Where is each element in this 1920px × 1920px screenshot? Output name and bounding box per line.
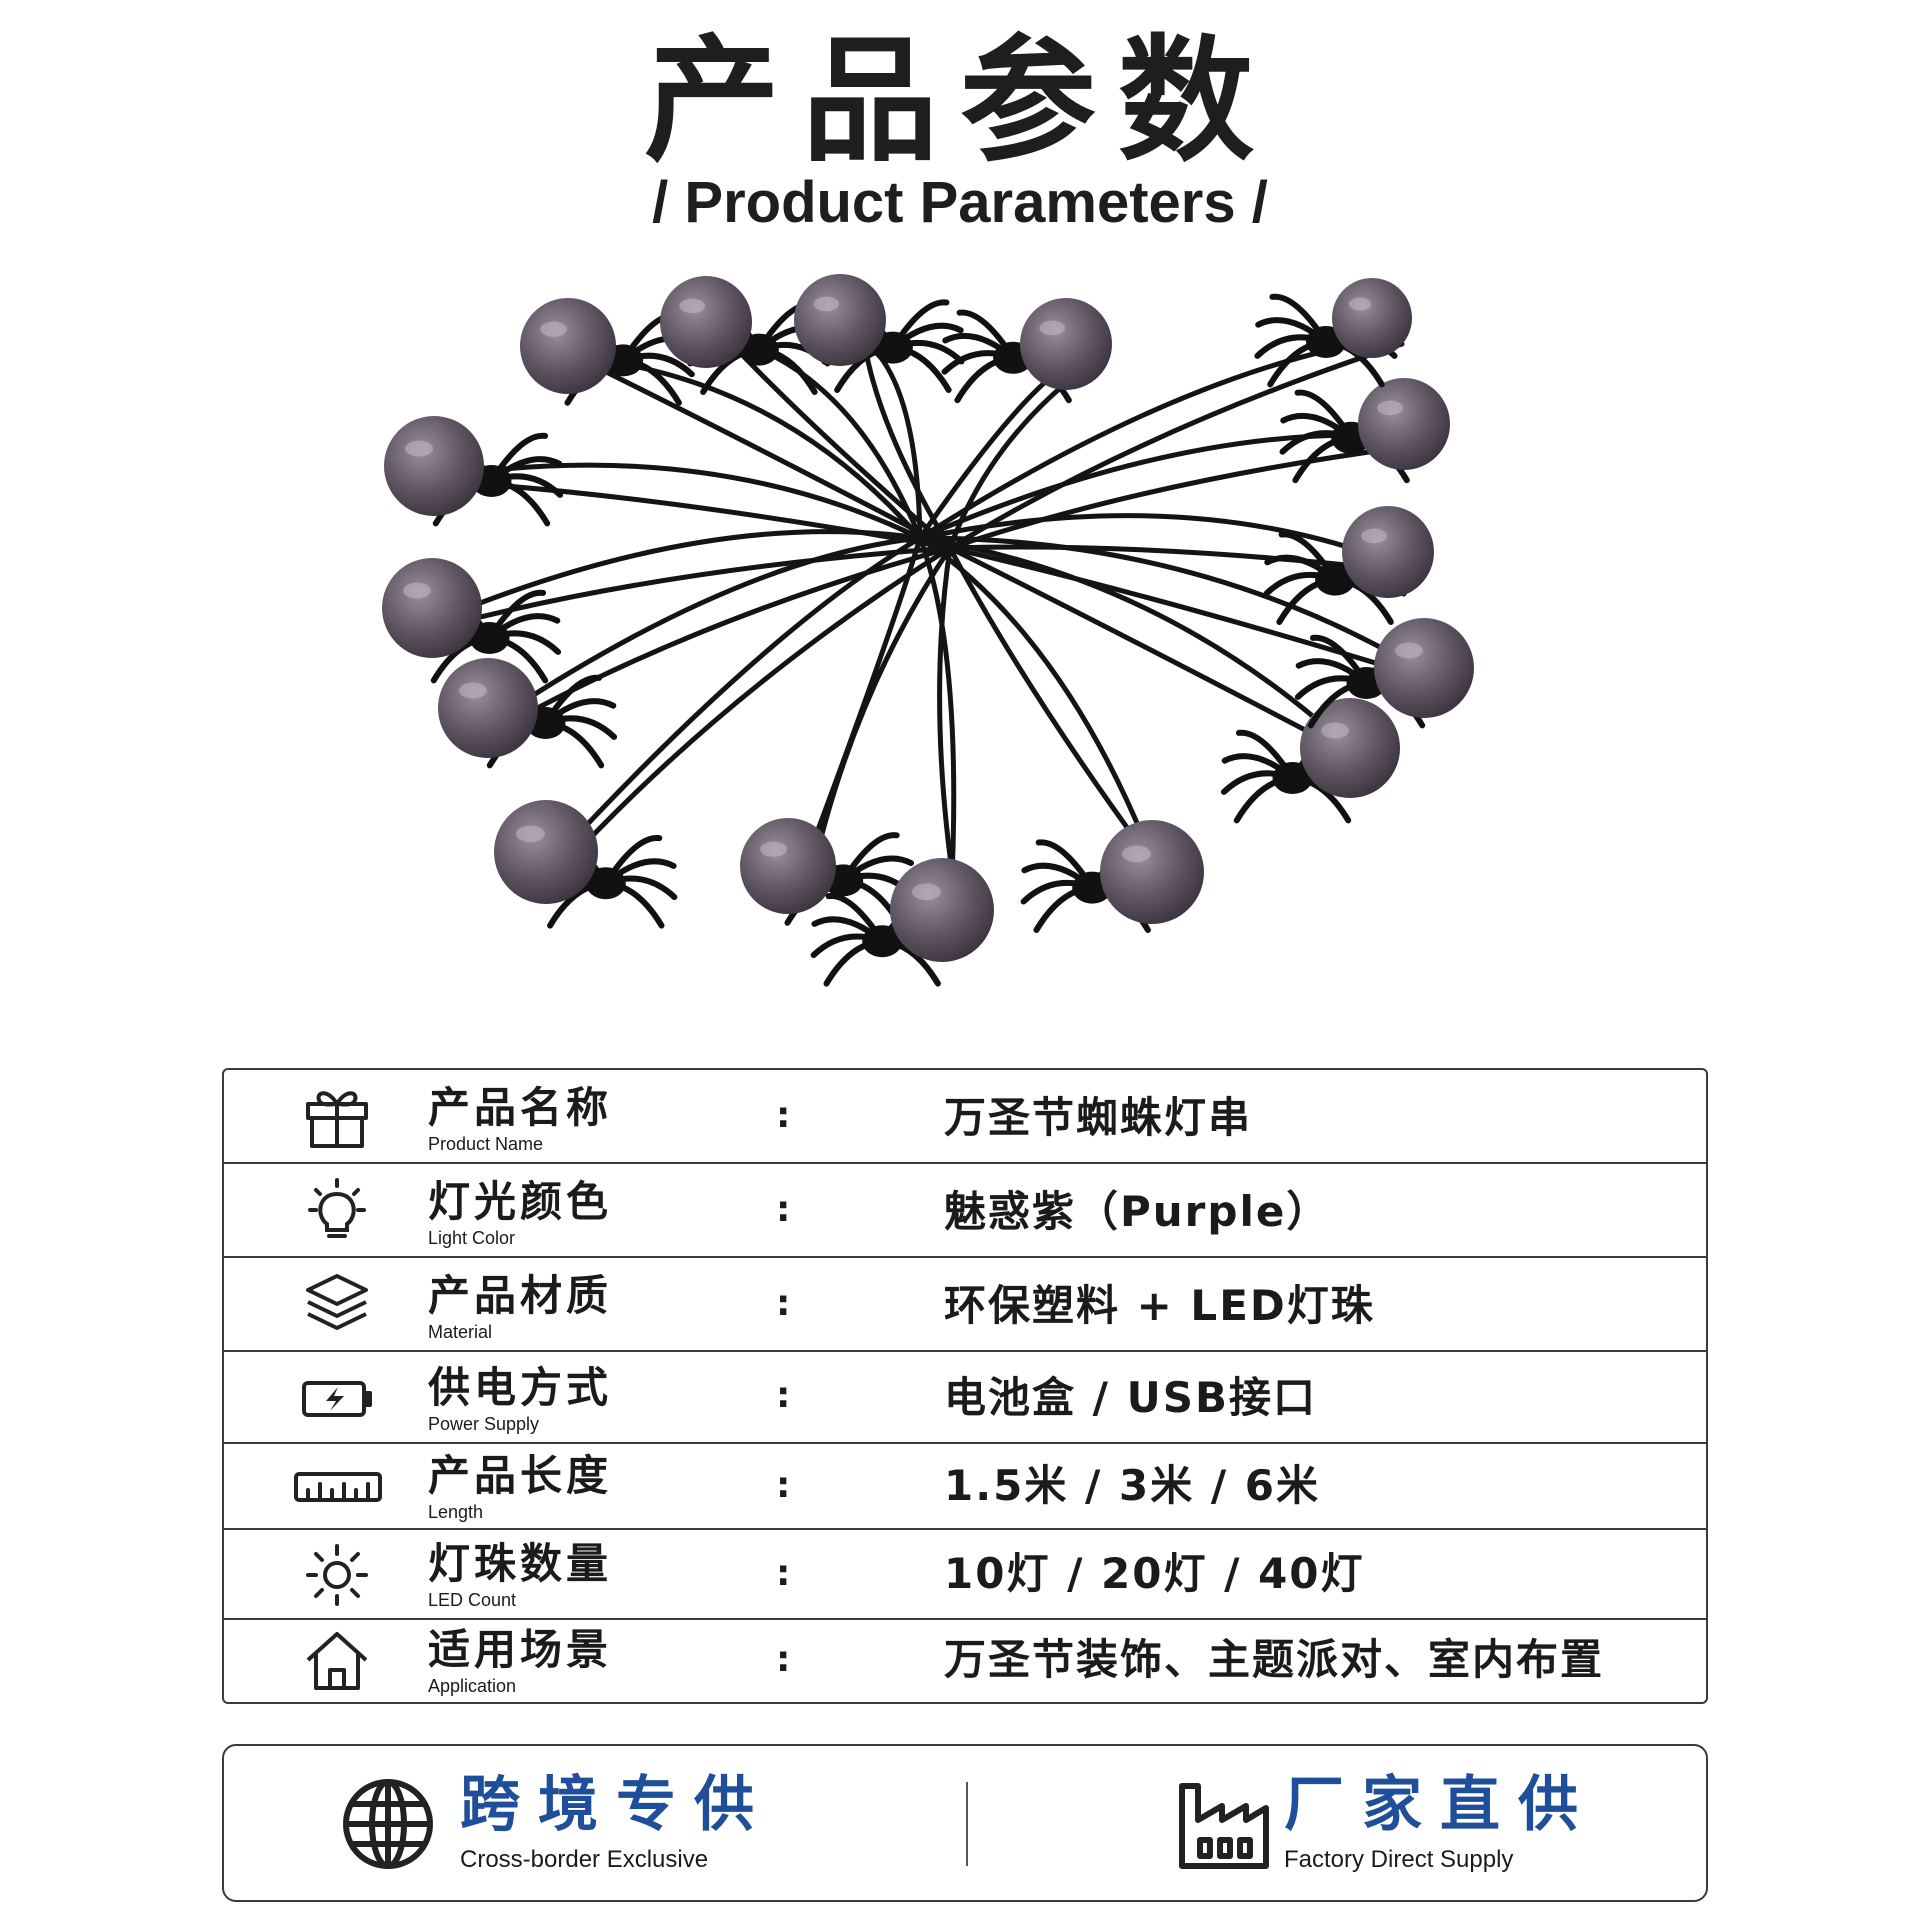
spider-bulb [794,274,965,393]
layers-icon [306,1274,368,1330]
spider-bulb [384,416,564,527]
string-wire [947,341,1405,551]
battery-icon [302,1381,372,1417]
string-wire [587,361,953,551]
param-value: 万圣节装饰、主题派对、室内布置 [944,1635,1605,1684]
spider-bulb [810,858,994,987]
spider-bulb [494,800,678,929]
param-row-power-supply: 供电方式 Power Supply : 电池盒 / USB接口 [224,1352,1706,1444]
gift-icon [306,1091,368,1148]
spider-bulb [941,298,1112,404]
param-colon: : [776,1283,791,1324]
spider-bulb [520,298,695,406]
house-icon [306,1632,368,1690]
spider-bulb [1254,278,1412,388]
param-label-cn: 产品名称 [428,1083,613,1132]
param-label-en: Material [428,1322,493,1342]
param-label-cn: 灯光颜色 [428,1177,613,1226]
param-colon: : [776,1639,791,1680]
spider-bulb [438,658,618,769]
lightbulb-icon [308,1178,366,1238]
spider-bulb [1220,698,1400,824]
param-label-cn: 供电方式 [428,1363,613,1412]
string-wire [727,339,953,551]
param-colon: : [776,1095,791,1136]
string-wire [917,535,1437,681]
factory-direct-title-en: Factory Direct Supply [1284,1846,1514,1873]
param-label-en: Light Color [428,1228,516,1248]
param-value: 魅惑紫（Purple） [944,1187,1331,1236]
footer-divider [966,1782,968,1866]
parameter-table: 产品名称 Product Name : 万圣节蜘蛛灯串 灯光颜色 Light C… [222,1068,1708,1704]
sun-icon [306,1544,368,1606]
string-wire [439,529,923,621]
globe-icon [343,1779,433,1869]
param-label-cn: 产品材质 [428,1271,613,1320]
string-wire [505,545,953,727]
spider-bulb [382,558,562,684]
param-colon: : [776,1553,791,1594]
string-wire [495,535,923,721]
page-title-cn: 产品参数 [644,23,1276,181]
string-wire [947,441,1431,551]
cross-border-title-en: Cross-border Exclusive [460,1846,709,1873]
cross-border-title-cn: 跨境专供 [460,1770,772,1840]
string-wire [917,535,957,921]
spider-bulb [1020,820,1204,933]
page-title-en: / Product Parameters / [652,170,1268,235]
string-wire [861,337,953,551]
string-wire [797,535,923,881]
param-row-product-name: 产品名称 Product Name : 万圣节蜘蛛灯串 [224,1070,1706,1164]
ruler-icon [294,1472,382,1502]
string-wire [551,535,923,863]
factory-icon [1179,1783,1269,1869]
param-row-length: 产品长度 Length : 1.5米 / 3米 / 6米 [224,1444,1706,1530]
spider-bulb [740,818,915,926]
spider-string-lights-illustration [382,274,1474,987]
param-colon: : [776,1375,791,1416]
factory-direct-title-cn: 厂家直供 [1284,1770,1596,1840]
footer-badges: 跨境专供 Cross-border Exclusive 厂家直供 Factory… [222,1744,1708,1902]
param-value: 环保塑料 + LED灯珠 [944,1281,1375,1330]
param-value: 1.5米 / 3米 / 6米 [944,1461,1321,1510]
param-label-en: Length [428,1502,484,1522]
param-row-light-color: 灯光颜色 Light Color : 魅惑紫（Purple） [224,1164,1706,1258]
spider-bulb [1294,618,1474,729]
param-row-material: 产品材质 Material : 环保塑料 + LED灯珠 [224,1258,1706,1352]
param-value: 万圣节蜘蛛灯串 [944,1093,1253,1142]
param-label-en: Product Name [428,1134,544,1154]
param-row-led-count: 灯珠数量 LED Count : 10灯 / 20灯 / 40灯 [224,1530,1706,1620]
param-label-en: Power Supply [428,1414,540,1434]
string-wire [917,535,1363,761]
param-colon: : [776,1189,791,1230]
param-label-en: LED Count [428,1590,517,1610]
param-value: 10灯 / 20灯 / 40灯 [944,1549,1365,1598]
param-label-cn: 适用场景 [428,1625,613,1674]
spider-bulb [1263,506,1434,625]
param-label-en: Application [428,1676,517,1696]
param-value: 电池盒 / USB接口 [944,1373,1317,1422]
param-colon: : [776,1465,791,1506]
string-wire [561,545,953,869]
string-wire [947,545,1447,687]
spider-bulb [1279,378,1450,484]
param-label-cn: 产品长度 [428,1451,613,1500]
param-label-cn: 灯珠数量 [428,1539,613,1588]
param-row-application: 适用场景 Application : 万圣节装饰、主题派对、室内布置 [224,1620,1706,1702]
